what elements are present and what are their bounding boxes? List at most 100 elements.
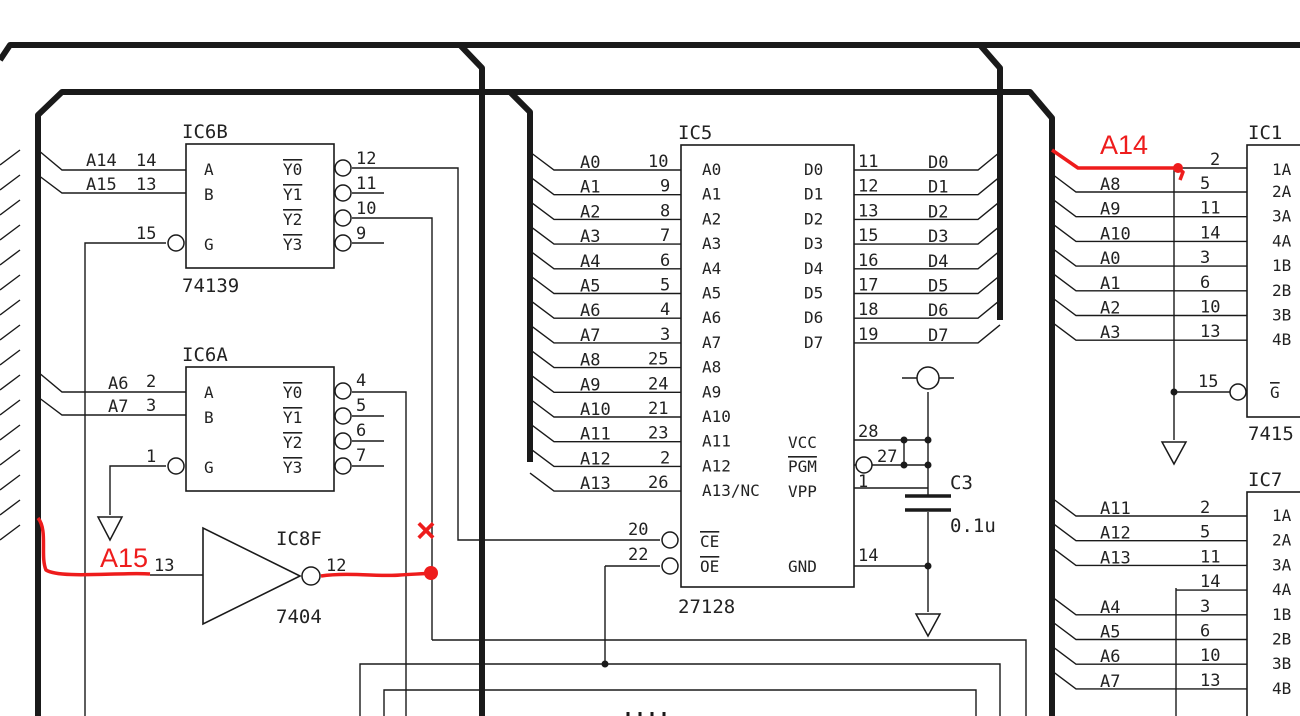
ic7-pin-number: 14 [1200,572,1220,592]
ic5-pin-label: A13/NC [702,481,760,500]
ic8f-name: IC8F [276,528,322,550]
ic6b-group: IC6B 74139 A B G Y0 Y1 Y2 Y3 A14 14 A15 … [37,121,660,716]
ic6a-body [185,366,335,492]
ic6a-pin-y3: 7 [356,446,366,466]
ic5-name: IC5 [678,122,712,144]
ic5-pgm-label: PGM [788,457,817,476]
ic1-part: 7415 [1248,423,1294,445]
ic7-pin-number: 10 [1200,646,1220,666]
ic1-wire [1051,247,1247,267]
ic1-g-bubble [1229,383,1247,401]
ic7-pin-number: 13 [1200,671,1220,691]
ic5-net-label: A10 [580,400,611,420]
ic5-pin-label: A11 [702,432,731,451]
ic5-address-wire [529,200,681,221]
ic7-wire [1051,620,1247,641]
ic1-net-label: A2 [1100,299,1120,319]
ic5-pin-number: 7 [660,226,670,246]
ic6b-body [185,143,335,269]
ic5-data-pin: 18 [858,300,878,320]
ic5-data-label: D0 [804,160,823,179]
ic5-data-wire [854,225,1001,245]
ic5-pin-label: A8 [702,358,721,377]
ic6b-bubble-y3 [334,234,352,252]
ic5-part: 27128 [678,596,735,618]
ic5-pin-number: 25 [648,350,668,370]
ic6a-net-a: A6 [108,374,128,394]
ic7-net-label: A5 [1100,623,1120,643]
ic1-pin-number: 10 [1200,298,1220,318]
ic7-net-label: A13 [1100,548,1131,568]
ic5-pin-number: 23 [648,424,668,444]
ic5-data-pin: 12 [858,177,878,197]
a14-annotation: A14 [1100,130,1148,160]
ic6b-out0: Y0 [283,160,302,179]
ic1-body [1246,144,1300,418]
ic5-pin-number: 24 [648,374,668,394]
ic7-net-label: A6 [1100,647,1120,667]
ic5-pin-label: A9 [702,382,721,401]
ic8f-part: 7404 [276,606,322,628]
ic1-pin-number: 3 [1200,248,1210,268]
ic7-body [1246,491,1300,716]
ic6b-in-g: G [204,235,214,254]
ic5-net-label: A9 [580,375,600,395]
ic5-pin-number: 6 [660,251,670,271]
red-cross-mark: × [416,512,436,550]
ic6a-net-b: A7 [108,397,128,417]
ic7-wire [1051,546,1247,567]
a15-annotation: A15 [100,543,148,573]
ic7-pin-label: 1B [1272,605,1291,624]
ic5-data-net: D0 [928,153,948,173]
ic7-net-label: A11 [1100,499,1131,519]
ic6b-net-b: A15 [86,175,117,195]
ic1-pin-number: 6 [1200,273,1210,293]
vcc-junction [900,436,908,444]
ic1-pin-number: 11 [1200,199,1220,219]
ic6a-name: IC6A [182,344,228,366]
ic6a-bubble-y3 [334,457,352,475]
ic5-net-label: A1 [580,178,600,198]
ic6a-out1: Y1 [283,408,302,427]
ic5-address-wire [529,423,681,443]
pgm-junction [900,461,908,469]
ic6a-in-b: B [204,408,214,427]
ic6a-bubble-y1 [334,407,352,425]
ic5-data-wire [854,151,1001,171]
ic5-data-net: D2 [928,202,948,222]
ic5-vpp-label: VPP [788,482,817,501]
ic5-data-net: D4 [928,252,948,272]
ic6b-name: IC6B [182,121,228,143]
ic1-net-label: A9 [1100,200,1120,220]
left-bus-stubs [0,149,21,541]
ic1-g-junction [1170,388,1178,396]
ic7-pin-label: 4A [1272,580,1292,599]
ic6a-pin-b: 3 [146,396,156,416]
c3-junction-gnd [924,562,932,570]
ic1-pin-label: 4B [1272,330,1291,349]
ic5-data-pin: 15 [858,226,878,246]
ic6a-group: IC6A A B G Y0 Y1 Y2 Y3 A6 2 A7 3 1 4 5 6… [37,344,407,716]
ic5-data-label: D2 [804,209,823,228]
ic7-net-label: A12 [1100,524,1131,544]
c3-plates [905,494,951,512]
ic1-net-label: A3 [1100,323,1120,343]
vcc-symbol [916,366,940,390]
ic1-wire [1051,272,1247,292]
ic5-pin-label: A6 [702,308,721,327]
ic6a-pin-g: 1 [146,447,156,467]
ic1-net-label: A0 [1100,249,1120,269]
ic5-data-label: D1 [804,185,823,204]
ic1-wire [1051,222,1247,243]
ic5-net-label: A8 [580,351,600,371]
ic5-data-net: D7 [928,326,948,346]
ic7-wire [1051,596,1247,616]
ic5-net-label: A12 [580,449,611,469]
ic5-data-pin: 19 [858,325,878,345]
ic6b-out1: Y1 [283,185,302,204]
ic5-oe-label: OE [700,557,719,576]
ic6a-wires [37,371,407,716]
ic1-net-label: A1 [1100,274,1120,294]
